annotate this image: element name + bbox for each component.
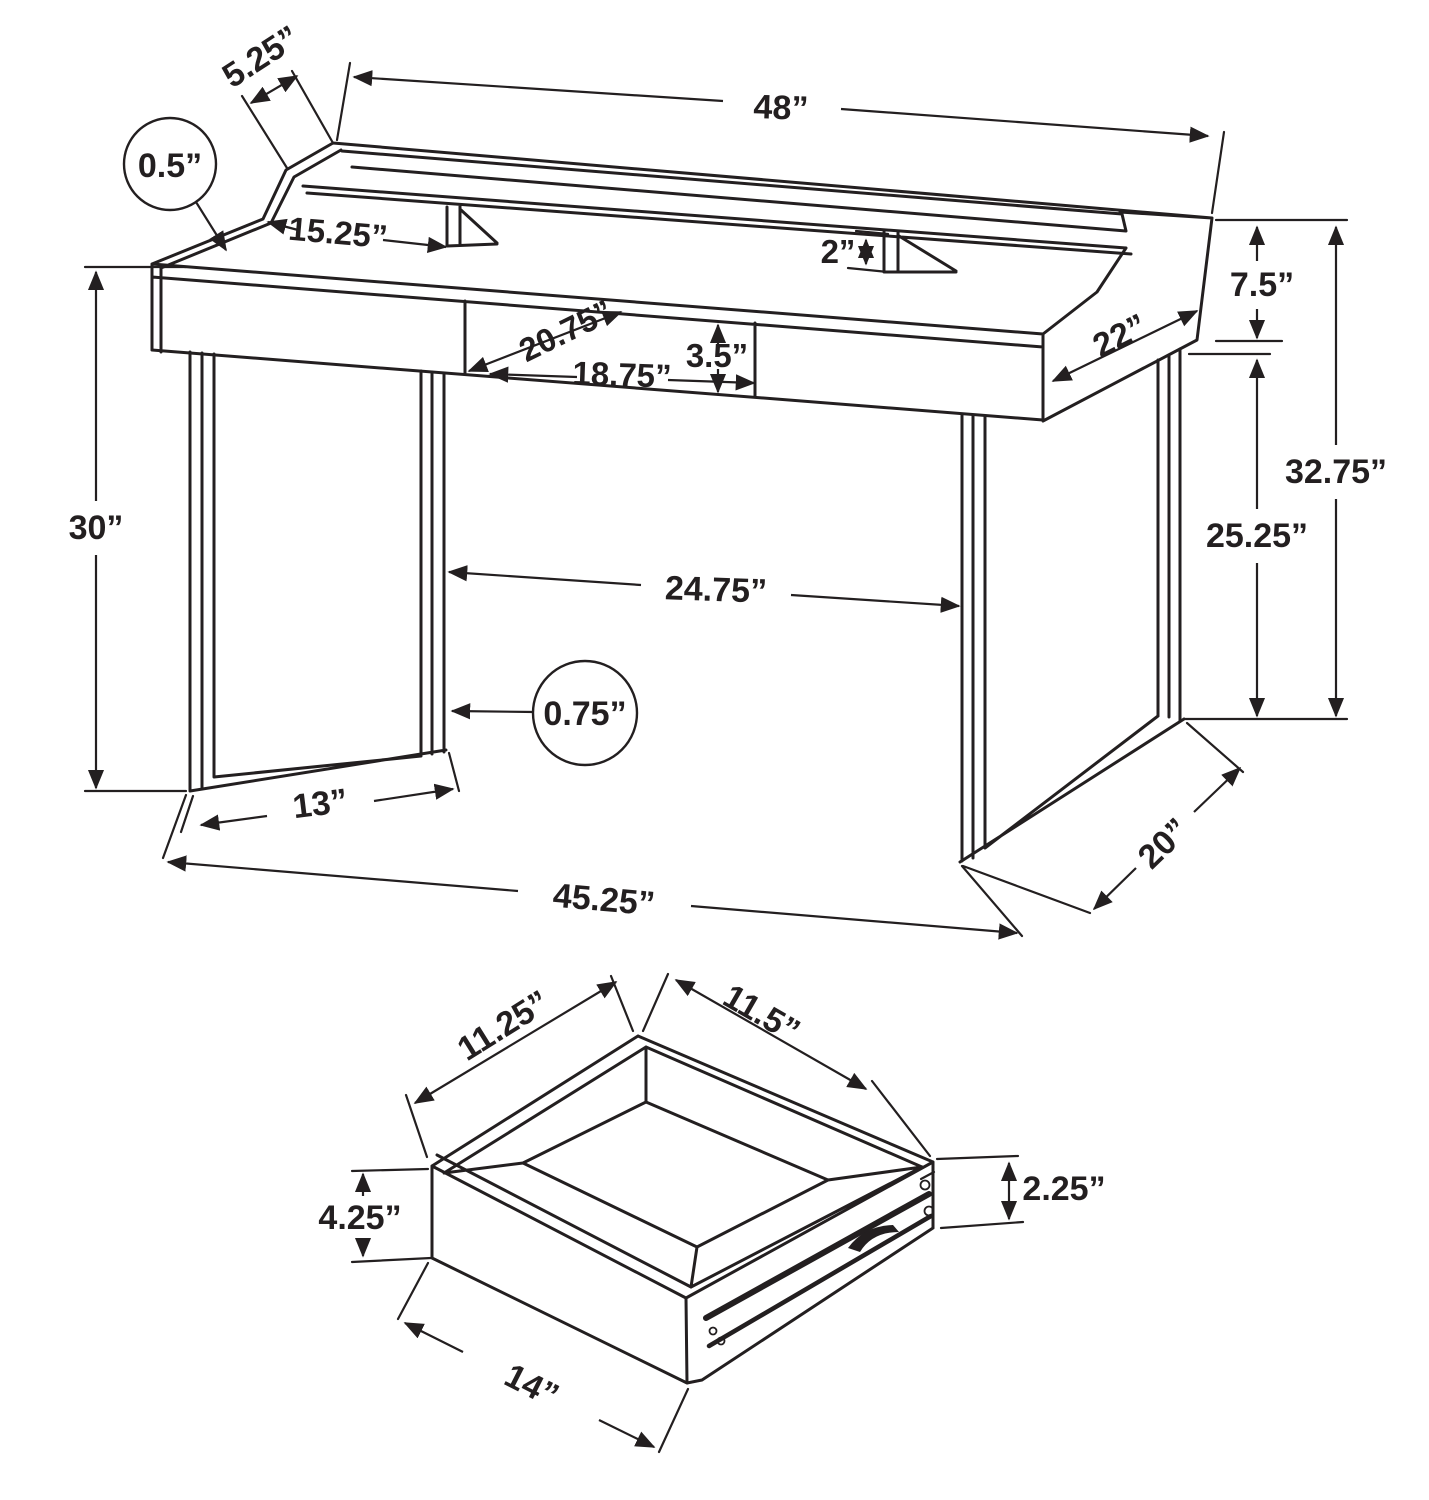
- desk-dimension-labels: 5.25” 48” 0.5” 15.25” 2” 7.5” 22” 32.75”…: [69, 18, 1387, 923]
- dim-label-divider-height: 2”: [821, 233, 856, 270]
- dim-label-base-depth: 20”: [1131, 811, 1197, 876]
- drawer-slide-rail: [703, 1170, 936, 1349]
- dim-label-overall-width: 48”: [753, 88, 809, 128]
- drawer-outline: [430, 1034, 935, 1385]
- callout-circle-tube-thickness: [531, 659, 639, 767]
- dim-label-shelf-depth: 5.25”: [216, 18, 306, 95]
- drawer-dimension-labels: 11.25” 11.5” 2.25” 4.25” 14”: [318, 977, 1105, 1415]
- dim-label-desktop-height: 30”: [69, 509, 124, 547]
- dim-label-tube-thickness: 0.75”: [543, 695, 626, 733]
- dim-label-overall-height: 32.75”: [1285, 453, 1387, 491]
- desk-dimension-lines: [87, 70, 1345, 940]
- drawer-dimension-lines: [354, 979, 1018, 1448]
- dim-label-drawer-opening-width: 18.75”: [572, 354, 672, 394]
- dim-label-overall-depth: 22”: [1087, 307, 1153, 366]
- dim-label-leg-span: 45.25”: [551, 877, 656, 924]
- dim-label-cubby-width: 15.25”: [287, 210, 389, 255]
- dim-label-drawer-interior-width: 11.25”: [451, 983, 556, 1068]
- drawer-extension-lines: [350, 972, 1025, 1454]
- desk-extension-lines: [83, 61, 1349, 938]
- desk-legs-outline: [188, 347, 1186, 864]
- desk-hutch-and-top-outline: [150, 141, 1214, 423]
- dim-label-lip-thickness: 0.5”: [138, 147, 202, 185]
- dim-label-knee-clearance: 24.75”: [664, 569, 767, 611]
- callout-circle-lip-thickness: [122, 116, 218, 212]
- dim-label-drawer-interior-depth: 11.5”: [717, 977, 806, 1051]
- rail-latch-detail: [848, 1225, 899, 1252]
- dim-label-drawer-front-width: 14”: [498, 1357, 564, 1416]
- dim-label-drawer-front-height: 4.25”: [318, 1199, 401, 1237]
- dim-label-apron-height: 3.5”: [686, 337, 748, 374]
- dim-label-drawer-side-height: 2.25”: [1022, 1170, 1105, 1208]
- dim-label-clearance-height: 25.25”: [1206, 517, 1308, 555]
- dim-label-foot-depth: 13”: [291, 782, 350, 826]
- dim-label-hutch-height: 7.5”: [1230, 266, 1294, 304]
